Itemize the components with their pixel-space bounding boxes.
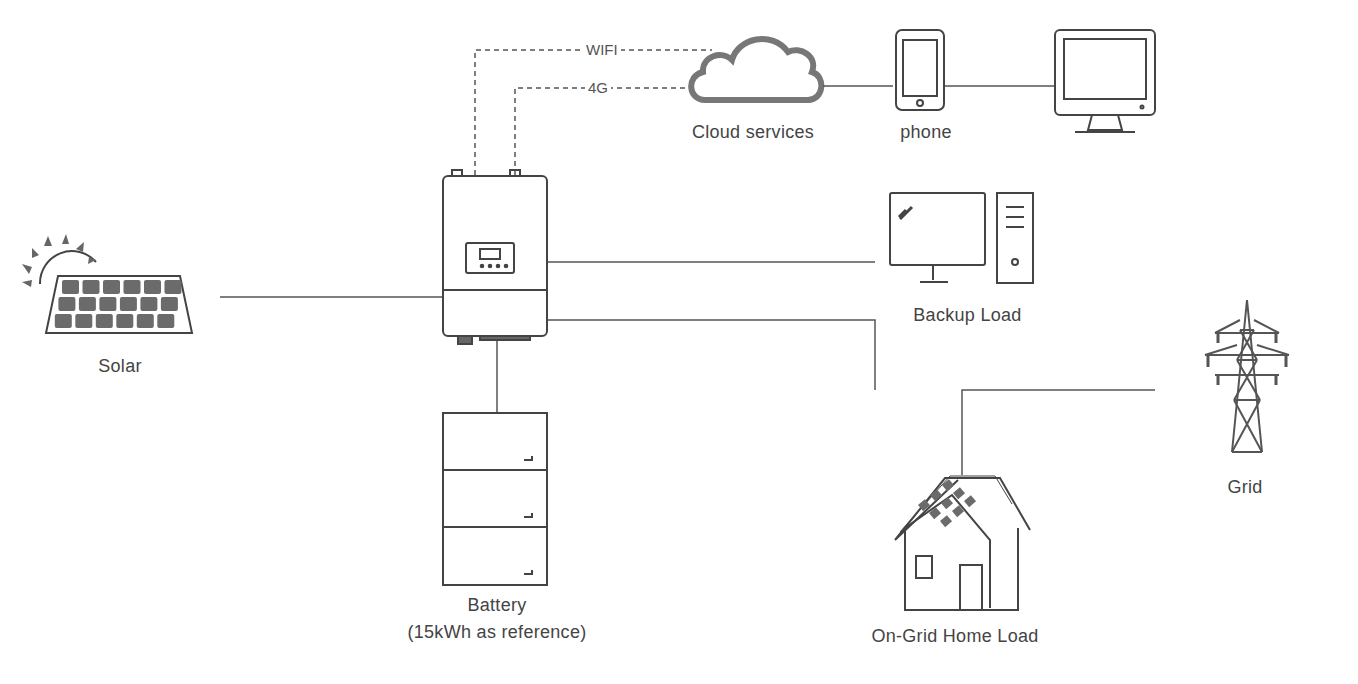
roof-cell [952,505,964,517]
roof-cell [941,497,953,509]
solar-cell [116,314,133,328]
solar-cell [96,314,113,328]
inverter [443,170,547,344]
connector-line [962,390,1155,475]
solar-cell [140,297,157,311]
home-load-node: On-Grid Home Load [850,475,1060,647]
wifi-link [475,50,712,175]
4g-link [515,88,690,175]
battery-icon [443,413,547,585]
computer-icon [890,193,1033,283]
roof-cell [942,479,954,491]
cloud-icon [691,39,821,100]
connector-line [823,85,893,87]
cloud-node: Cloud services [683,15,823,143]
roof-cell [930,489,942,501]
monitor-wire [945,85,1055,87]
node-label: Battery [467,592,526,619]
node-label: Solar [98,355,142,377]
node-label: Cloud services [692,121,814,143]
solar-cell [55,314,72,328]
grid-wire [547,320,875,390]
4g-label: 4G [585,80,611,96]
phone-icon [896,30,944,110]
backup-load-node: Backup Load [880,190,1055,326]
pylon-icon [1205,300,1289,452]
solar-cell [58,297,75,311]
solar-cell [75,314,92,328]
roof-cell [964,495,976,507]
solar-cell [99,297,116,311]
solar-cell [161,297,178,311]
solar-cell [120,297,137,311]
wifi-label: WIFI [583,42,621,58]
node-label: Grid [1227,476,1262,498]
solar-cell [62,280,79,294]
solar-cell [103,280,120,294]
solar-cell [157,314,174,328]
solar-cell [137,314,154,328]
solar-cell [165,280,182,294]
grid-node: Grid [1155,298,1335,498]
node-label: phone [900,121,952,143]
phone-node: phone [893,28,959,143]
solar-cell [144,280,161,294]
roof-cell [953,487,965,499]
solar-cell [79,297,96,311]
monitor-icon [1055,30,1155,132]
battery-node: Battery(15kWh as reference) [380,410,614,646]
solar-node: Solar [20,235,220,377]
house-icon [895,476,1030,610]
node-label: Backup Load [913,304,1021,326]
node-label: On-Grid Home Load [871,625,1038,647]
roof-cell [929,507,941,519]
node-label: (15kWh as reference) [407,619,586,646]
battery-wire [496,335,498,413]
roof-cell [918,499,930,511]
solar-cell [83,280,100,294]
roof-cell [940,515,952,527]
solar-wire [220,296,443,298]
backup-wire [547,261,875,263]
solar-icon [22,234,192,333]
solar-cell [124,280,141,294]
